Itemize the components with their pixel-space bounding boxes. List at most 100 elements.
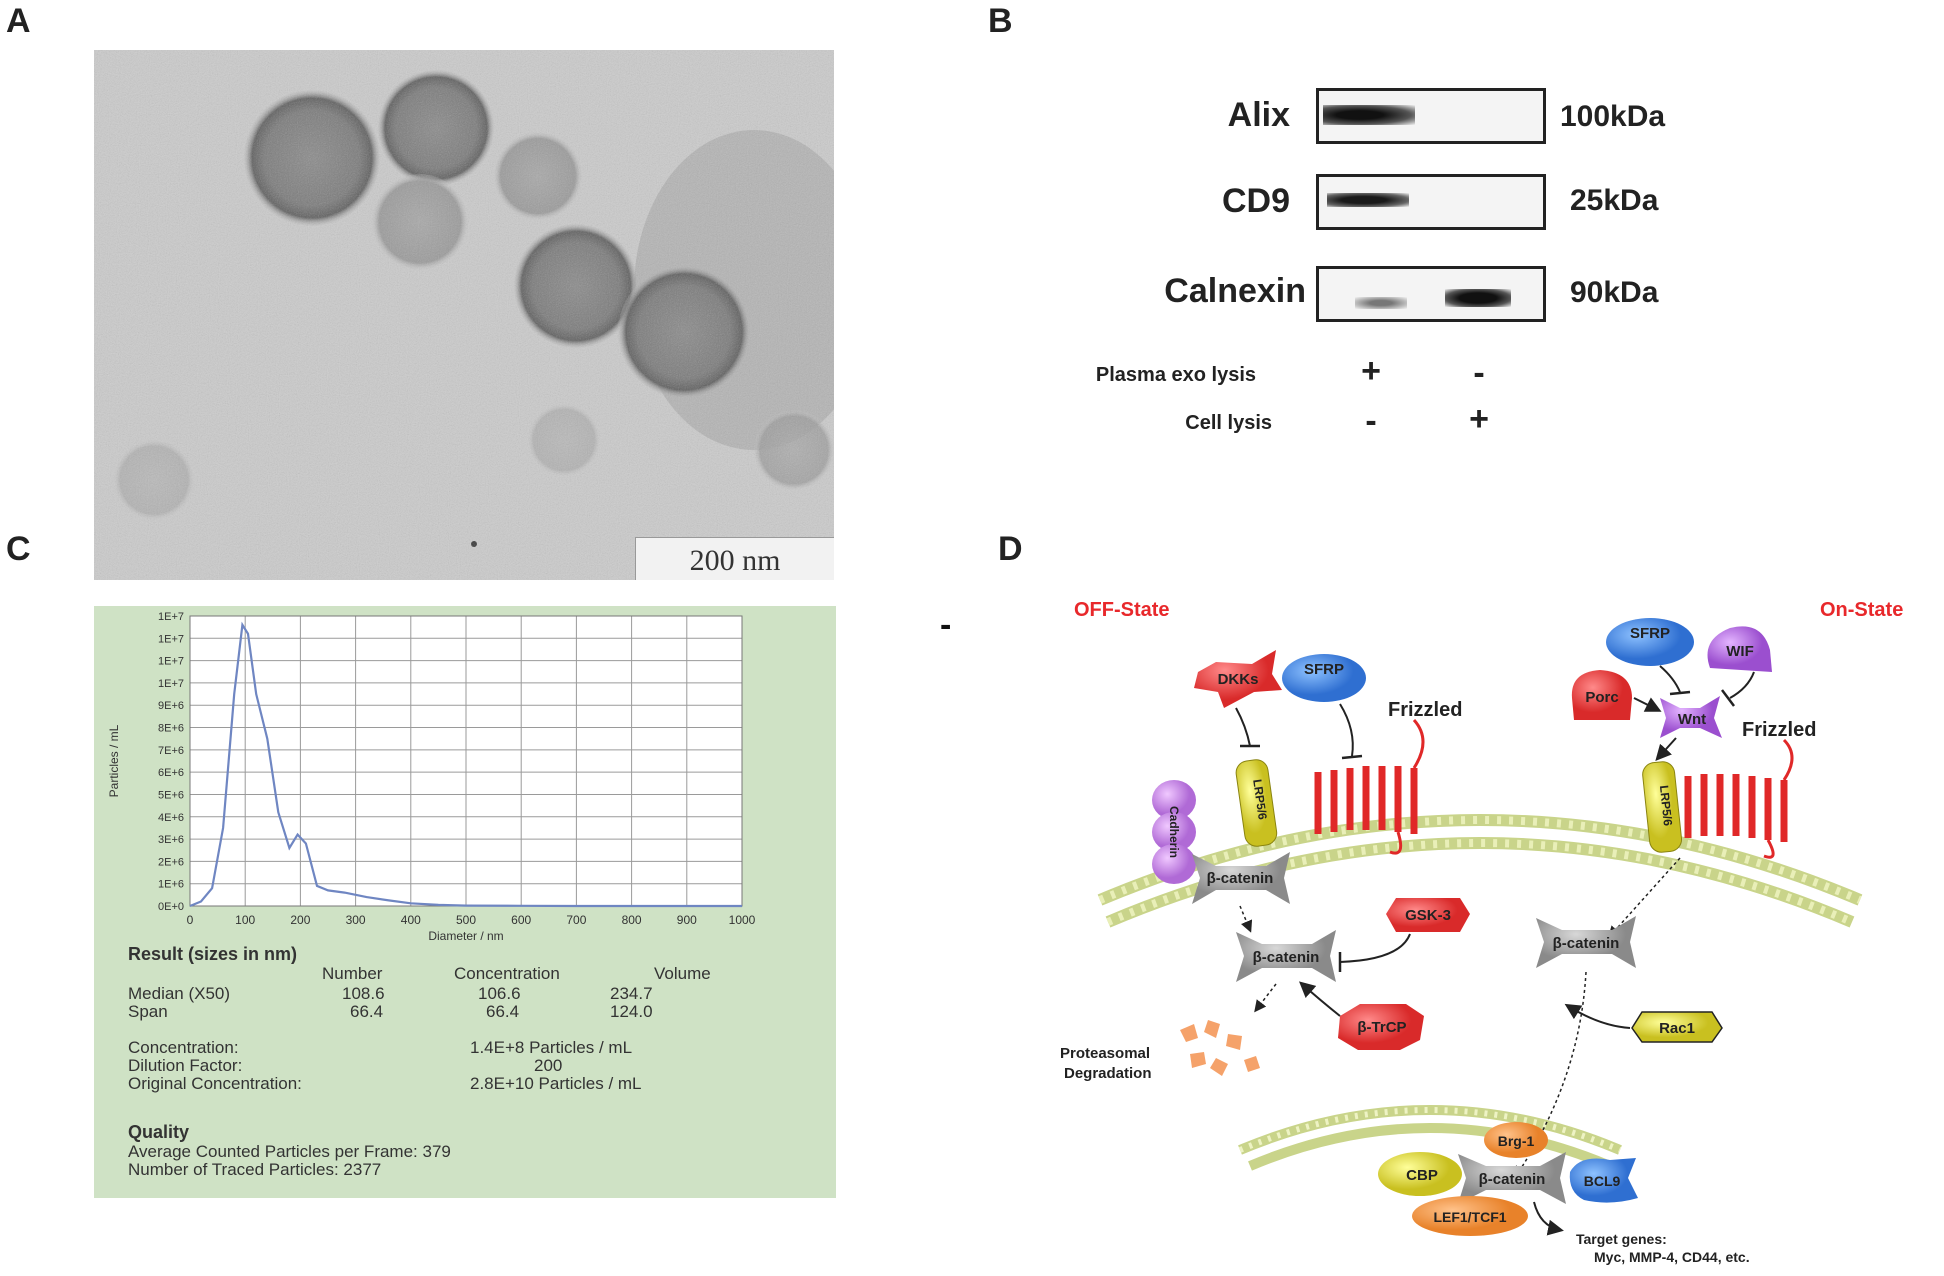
col-header-concentration: Concentration (454, 964, 560, 983)
bcl9-label: BCL9 (1584, 1173, 1621, 1189)
cbp-label: CBP (1406, 1167, 1438, 1184)
sfrp-right-shape (1606, 618, 1694, 666)
bcat-nucleus-shape (1458, 1152, 1566, 1204)
row-label-span: Span (128, 1002, 168, 1021)
wif-label: WIF (1726, 643, 1754, 660)
original-concentration-label: Original Concentration: (128, 1074, 302, 1093)
target-genes-label: Target genes: (1576, 1231, 1667, 1247)
y-tick-label: 3E+6 (158, 834, 184, 846)
rac1-shape (1631, 1011, 1723, 1043)
y-tick-label: 7E+6 (158, 745, 184, 757)
median-volume: 234.7 (610, 984, 653, 1003)
y-tick-label: 1E+7 (158, 611, 184, 623)
y-tick-label: 9E+6 (158, 700, 184, 712)
tem-vesicles (94, 50, 834, 580)
sfrp-left-shape (1282, 654, 1366, 702)
panel-label-d: D (998, 530, 1023, 568)
blot-cd9 (1316, 174, 1546, 230)
condition-label-plasma: Plasma exo lysis (1095, 364, 1256, 386)
band-cd9-lane1 (1327, 193, 1409, 207)
span-concentration: 66.4 (486, 1002, 520, 1021)
y-tick-label: 1E+6 (158, 879, 184, 891)
degradation-label: Degradation (1064, 1065, 1152, 1082)
blot-alix (1316, 88, 1546, 144)
kda-calnexin: 90kDa (1570, 276, 1659, 309)
bcat-cyto-right-shape (1536, 916, 1636, 968)
bcat-cyto-right-label: β-catenin (1553, 935, 1620, 952)
frizzled-right-label: Frizzled (1742, 719, 1816, 741)
wnt-pathway-diagram: OFF-State On-State DKKs SFRP Frizzled LR… (1060, 599, 1903, 1265)
x-tick-label: 1000 (729, 913, 756, 927)
sign-plasma-lane2: - (1473, 354, 1485, 392)
on-state-label: On-State (1820, 599, 1903, 621)
protein-label-cd9: CD9 (1221, 182, 1290, 220)
frizzled-right (1684, 738, 1794, 859)
protein-label-calnexin: Calnexin (1164, 272, 1306, 310)
band-calnexin-lane2 (1445, 289, 1511, 307)
y-axis-label: Particles / mL (107, 724, 121, 797)
y-tick-label: 1E+7 (158, 678, 184, 690)
y-tick-label: 0E+0 (158, 901, 184, 913)
porc-shape (1571, 670, 1632, 720)
lrp-right-label: LRP5/6 (1657, 785, 1675, 827)
scale-bar-label: 200 nm (689, 544, 781, 577)
x-tick-label: 800 (622, 913, 642, 927)
median-concentration: 106.6 (478, 984, 521, 1003)
lef1-shape (1412, 1196, 1528, 1236)
result-title: Result (sizes in nm) (128, 944, 298, 964)
lrp-left: LRP5/6 (1235, 759, 1278, 847)
sign-cell-lane2: + (1469, 400, 1489, 438)
span-number: 66.4 (350, 1002, 384, 1021)
col-header-number: Number (322, 964, 383, 983)
blot-calnexin (1316, 266, 1546, 322)
cadherin: Cadherin (1152, 780, 1196, 884)
median-number: 108.6 (342, 984, 385, 1003)
condition-label-cell: Cell lysis (1185, 412, 1272, 434)
btrcp-label: β-TrCP (1357, 1019, 1406, 1036)
degradation-fragments (1180, 1020, 1260, 1076)
y-tick-label: 1E+7 (158, 656, 184, 668)
concentration-label: Concentration: (128, 1038, 239, 1057)
panel-label-b: B (988, 2, 1013, 40)
wnt-label: Wnt (1678, 711, 1706, 728)
dkks-shape (1194, 650, 1282, 708)
protein-label-alix: Alix (1227, 96, 1290, 134)
frizzled-left (1314, 718, 1425, 855)
kda-cd9: 25kDa (1570, 184, 1659, 217)
y-tick-label: 4E+6 (158, 812, 184, 824)
x-tick-label: 300 (346, 913, 366, 927)
rac1-label: Rac1 (1659, 1020, 1695, 1037)
gsk3-label: GSK-3 (1405, 907, 1451, 924)
row-label-median: Median (X50) (128, 984, 231, 1003)
panel-label-c: C (6, 530, 31, 568)
cbp-shape (1378, 1152, 1462, 1196)
sign-cell-lane1: - (1365, 402, 1377, 440)
x-tick-label: 500 (456, 913, 476, 927)
size-distribution-curve (189, 621, 742, 908)
y-tick-label: 6E+6 (158, 767, 184, 779)
y-tick-label: 2E+6 (158, 856, 184, 868)
dilution-value: 200 (534, 1056, 563, 1075)
dkks-label: DKKs (1218, 671, 1259, 688)
bcl9-shape (1569, 1158, 1638, 1203)
lrp-left-label: LRP5/6 (1250, 778, 1270, 821)
lrp-right: LRP5/6 (1642, 761, 1683, 853)
brg1-label: Brg-1 (1498, 1133, 1535, 1149)
y-tick-label: 1E+7 (158, 633, 184, 645)
x-tick-label: 100 (235, 913, 255, 927)
y-tick-label: 5E+6 (158, 789, 184, 801)
traced-particles: Number of Traced Particles: 2377 (128, 1160, 382, 1179)
concentration-value: 1.4E+8 Particles / mL (470, 1038, 633, 1057)
cadherin-label: Cadherin (1167, 806, 1181, 858)
x-tick-label: 0 (187, 913, 194, 927)
btrcp-shape (1338, 1004, 1424, 1050)
bcat-cyto-left-shape (1236, 930, 1336, 982)
y-tick-label: 8E+6 (158, 723, 184, 735)
x-axis-label: Diameter / nm (428, 929, 503, 943)
target-genes-list: Myc, MMP-4, CD44, etc. (1594, 1249, 1750, 1265)
scale-bar: 200 nm (635, 537, 834, 580)
nuclear-membrane (1238, 1105, 1622, 1171)
stray-dash: - (940, 606, 952, 644)
